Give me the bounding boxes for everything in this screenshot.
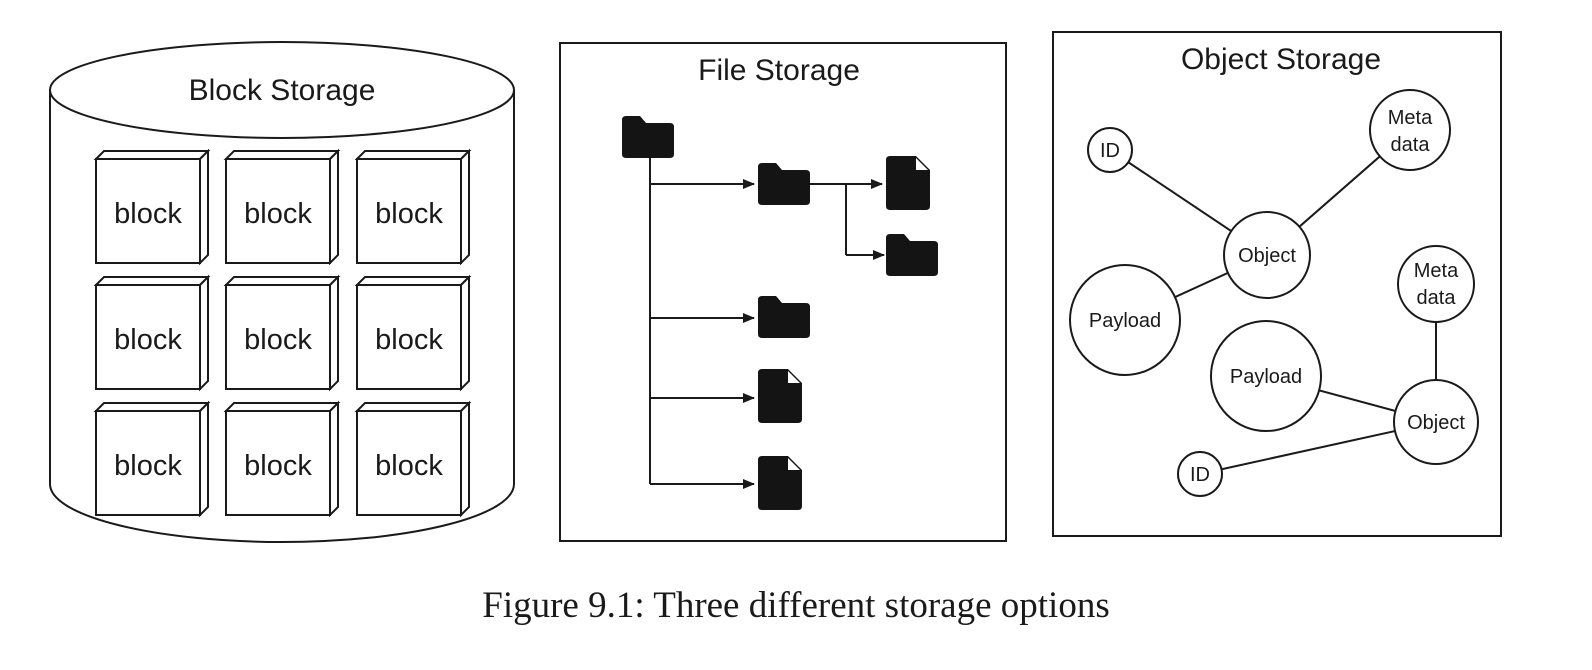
block-label: block <box>244 198 312 230</box>
file-storage-title: File Storage <box>698 54 860 87</box>
id-node: ID <box>1087 127 1133 173</box>
block-item: block <box>356 150 470 264</box>
file-icon <box>886 156 930 210</box>
object-node: Object <box>1393 379 1479 465</box>
block-item: block <box>225 150 339 264</box>
file-storage-panel: File Storage <box>559 42 1007 542</box>
metadata-node: Meta data <box>1369 89 1451 171</box>
block-item: block <box>95 276 209 390</box>
cylinder-top <box>49 41 515 139</box>
block-item: block <box>225 276 339 390</box>
payload-label: Payload <box>1089 310 1161 332</box>
id-label: ID <box>1100 140 1120 162</box>
block-label: block <box>244 324 312 356</box>
block-label: block <box>114 450 182 482</box>
file-icon <box>758 456 802 510</box>
block-item: block <box>95 150 209 264</box>
block-label: block <box>244 450 312 482</box>
block-item: block <box>95 402 209 516</box>
block-storage-panel: Block Storage block block block block bl… <box>49 41 515 543</box>
figure-caption: Figure 9.1: Three different storage opti… <box>482 585 1110 626</box>
block-item: block <box>356 402 470 516</box>
object-storage-title: Object Storage <box>1181 43 1381 76</box>
payload-node: Payload <box>1069 264 1181 376</box>
metadata-label-line-1: Meta <box>1414 260 1459 282</box>
metadata-label-line-1: Meta <box>1388 107 1433 129</box>
block-item: block <box>356 276 470 390</box>
object-storage-panel: Object Storage Object ID Meta data Paylo… <box>1052 31 1502 537</box>
object-node: Object <box>1223 211 1311 299</box>
metadata-label-line-2: data <box>1417 287 1457 309</box>
metadata-node: Meta data <box>1397 245 1475 323</box>
object-label: Object <box>1238 245 1296 267</box>
id-label: ID <box>1190 464 1210 486</box>
file-icon <box>758 369 802 423</box>
block-label: block <box>375 450 443 482</box>
block-label: block <box>375 324 443 356</box>
payload-node: Payload <box>1210 320 1322 432</box>
block-label: block <box>114 324 182 356</box>
storage-diagram: Block Storage block block block block bl… <box>49 31 1502 543</box>
block-item: block <box>225 402 339 516</box>
metadata-label-line-2: data <box>1391 134 1431 156</box>
block-label: block <box>375 198 443 230</box>
block-storage-title: Block Storage <box>189 74 376 107</box>
block-label: block <box>114 198 182 230</box>
id-node: ID <box>1177 451 1223 497</box>
tree-connectors <box>649 157 885 489</box>
object-label: Object <box>1407 412 1465 434</box>
payload-label: Payload <box>1230 366 1302 388</box>
